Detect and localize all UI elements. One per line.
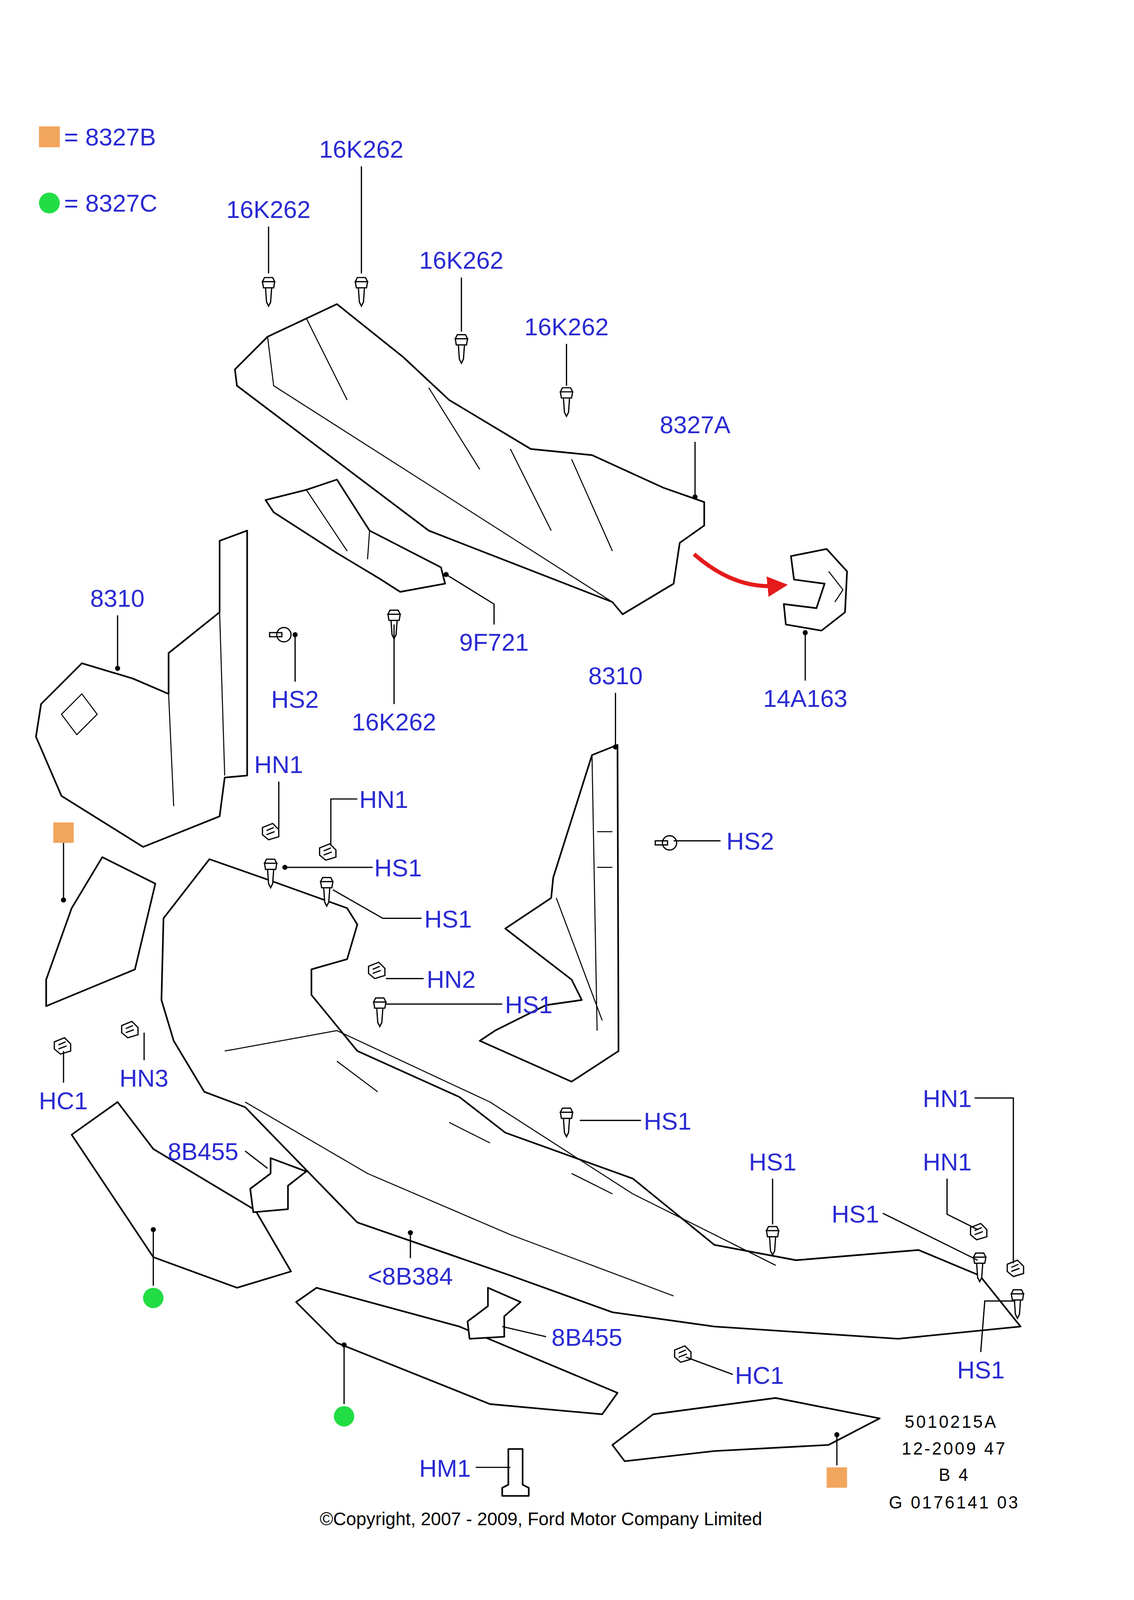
drawing-code: 12-2009 47 bbox=[901, 1439, 1007, 1458]
part-number: 16K262 bbox=[352, 709, 437, 734]
fastener-code: HN1 bbox=[922, 1149, 972, 1174]
fastener-code: HM1 bbox=[419, 1455, 471, 1481]
fastener-code: HS1 bbox=[643, 1108, 692, 1134]
part-number: 8B455 bbox=[167, 1138, 239, 1164]
fastener-code: HS1 bbox=[374, 855, 422, 880]
fastener-code: HS2 bbox=[726, 828, 774, 854]
fastener-code: HN2 bbox=[426, 966, 476, 992]
fastener-code: HS2 bbox=[271, 686, 319, 712]
part-number: 14A163 bbox=[762, 685, 848, 711]
legend-row: = 8327B bbox=[38, 123, 157, 151]
legend-row: = 8327C bbox=[38, 189, 158, 217]
legend-text: = 8327C bbox=[64, 188, 158, 218]
fastener-code: HN1 bbox=[359, 786, 409, 812]
fastener-code: HS1 bbox=[748, 1149, 797, 1174]
fastener-code: HN1 bbox=[254, 752, 304, 777]
legend-swatch bbox=[38, 126, 60, 148]
fastener-code: HS1 bbox=[424, 906, 473, 932]
fastener-code: HC1 bbox=[38, 1088, 88, 1113]
part-number: 8327A bbox=[659, 412, 731, 437]
part-number: 16K262 bbox=[226, 197, 311, 222]
legend-swatch bbox=[38, 192, 60, 214]
copyright-note: ©Copyright, 2007 - 2009, Ford Motor Comp… bbox=[319, 1509, 763, 1528]
fastener-code: HS1 bbox=[504, 992, 553, 1017]
part-number: 16K262 bbox=[318, 136, 404, 162]
fastener-code: HC1 bbox=[734, 1362, 784, 1388]
fastener-code: HN3 bbox=[119, 1065, 169, 1091]
part-number: <8B384 bbox=[367, 1263, 454, 1289]
part-number: 8310 bbox=[90, 585, 145, 611]
legend-text: = 8327B bbox=[64, 122, 157, 151]
part-number: 16K262 bbox=[419, 247, 504, 273]
fastener-code: HS1 bbox=[831, 1201, 879, 1226]
fastener-code: HS1 bbox=[957, 1357, 1005, 1382]
part-number: 8B455 bbox=[551, 1324, 623, 1350]
drawing-code: B 4 bbox=[938, 1466, 970, 1484]
part-number: 9F721 bbox=[459, 629, 529, 655]
drawing-code: G 0176141 03 bbox=[888, 1493, 1020, 1511]
fastener-code: HN1 bbox=[922, 1085, 972, 1111]
part-number: 16K262 bbox=[524, 314, 609, 339]
drawing-code: 5010215A bbox=[904, 1413, 998, 1431]
part-number: 8310 bbox=[588, 663, 643, 688]
